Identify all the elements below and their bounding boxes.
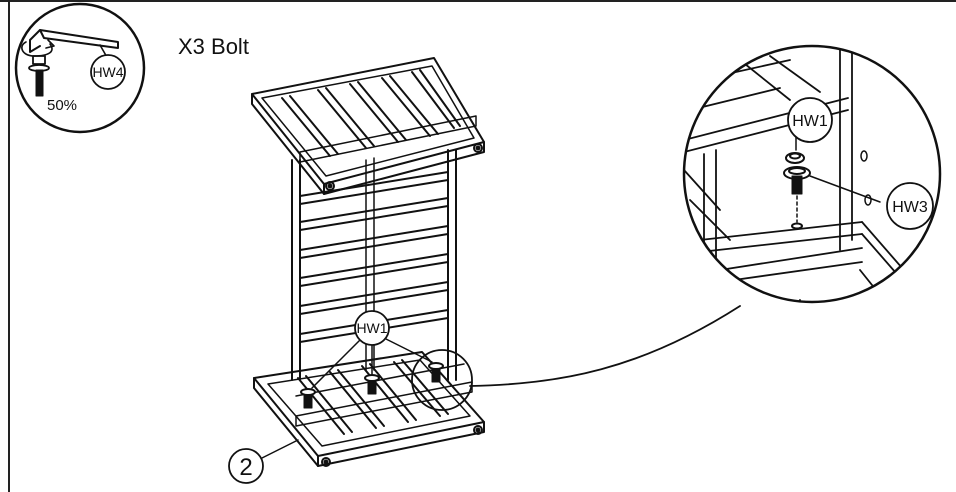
detail-connector xyxy=(469,305,741,387)
hw4-label: HW4 xyxy=(92,64,123,80)
hw1-detail-label: HW1 xyxy=(792,113,828,130)
hw4-label-bubble xyxy=(90,54,126,90)
top-frame xyxy=(251,57,485,195)
detail-callout: HW1 HW3 xyxy=(682,44,942,304)
hw1-main-bubble xyxy=(354,310,390,346)
hw1-detail-bubble xyxy=(787,97,833,143)
step-number-bubble xyxy=(228,448,264,484)
detail-callout-circle xyxy=(682,44,942,304)
frame-border-left xyxy=(8,0,10,492)
bottom-bolts xyxy=(300,362,444,409)
detail-bolt xyxy=(783,152,811,230)
frame-border-top xyxy=(0,0,956,2)
hw3-detail-bubble xyxy=(886,182,934,230)
hex-key-icon xyxy=(21,29,119,97)
quantity-title: X3 Bolt xyxy=(178,34,249,59)
hw1-main-label: HW1 xyxy=(356,320,387,336)
hw3-detail-label: HW3 xyxy=(892,199,928,216)
tool-callout: HW4 50% xyxy=(14,2,146,134)
step-number: 2 xyxy=(239,454,252,481)
torque-percent: 50% xyxy=(47,97,77,114)
tool-callout-circle xyxy=(14,2,146,134)
step-number-callout: 2 xyxy=(228,439,299,484)
shelf-unit-drawing: HW1 xyxy=(251,57,485,467)
detail-source-circle xyxy=(411,349,473,411)
